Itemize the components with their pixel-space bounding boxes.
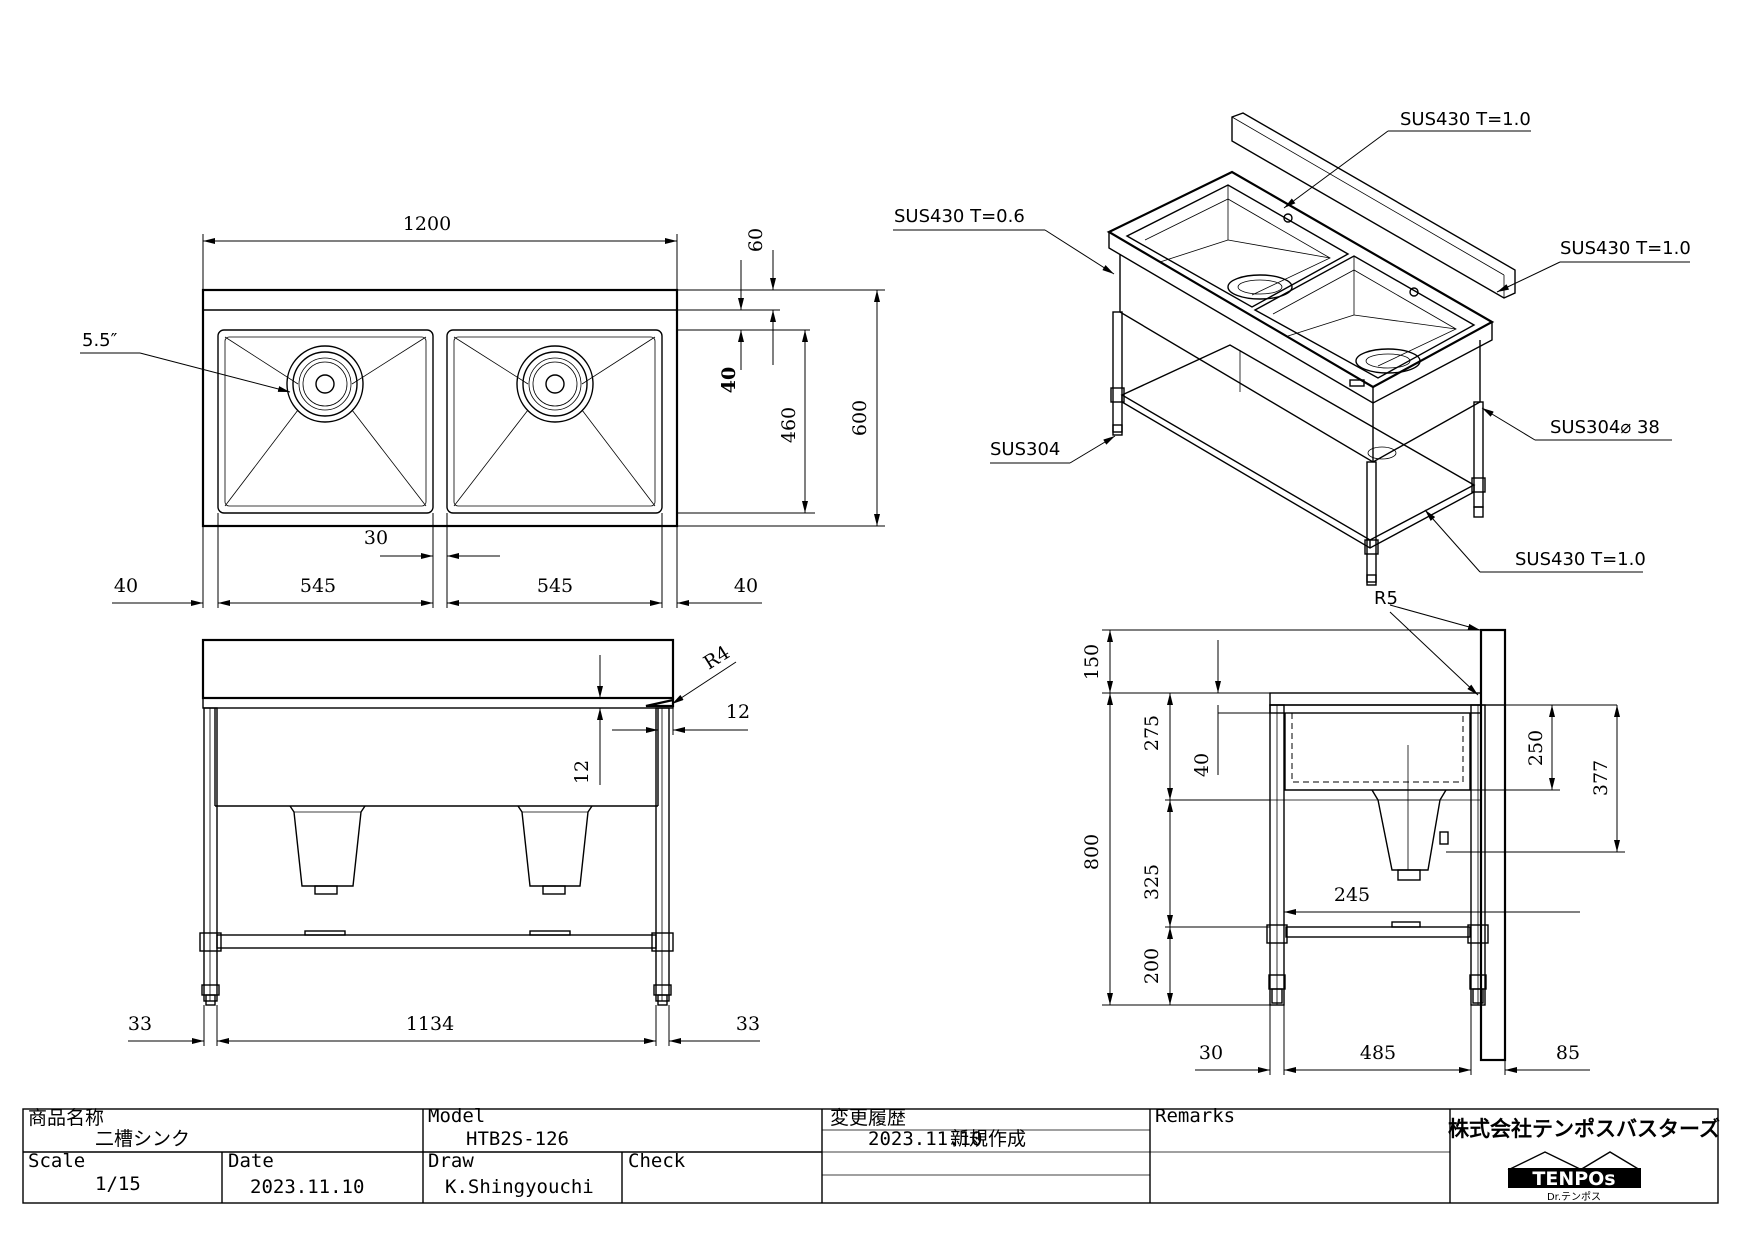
dim-200: 200 xyxy=(1141,948,1163,984)
dim-60: 60 xyxy=(745,228,767,252)
isometric-view: SUS430 T=1.0 SUS430 T=0.6 SUS430 T=1.0 S… xyxy=(893,109,1691,586)
company-name: 株式会社テンポスバスターズ xyxy=(1448,1117,1720,1141)
dim-40-left: 40 xyxy=(114,575,138,597)
mat-back: SUS430 T=1.0 xyxy=(1400,109,1531,130)
date-caption: Date xyxy=(228,1150,274,1172)
dim-545-right: 545 xyxy=(537,575,573,597)
tenpos-logo: TENPOs Dr.テンポス xyxy=(1507,1151,1641,1203)
logo-text: TENPOs xyxy=(1532,1168,1615,1190)
dim-33-right: 33 xyxy=(736,1013,760,1035)
title-block: 商品名称 二槽シンク Model HTB2S-126 変更履歴 2023.11.… xyxy=(22,1105,1720,1204)
mat-top: SUS430 T=0.6 xyxy=(894,206,1025,227)
history-note: 新規作成 xyxy=(950,1128,1026,1150)
dim-275: 275 xyxy=(1141,715,1163,751)
dim-377: 377 xyxy=(1590,760,1612,796)
dim-40-top: 40 xyxy=(718,367,740,393)
drawer-name: K.Shingyouchi xyxy=(445,1176,594,1198)
front-view: R4 12 12 33 1134 33 xyxy=(128,638,760,1046)
dim-33-left: 33 xyxy=(128,1013,152,1035)
side-view: R5 150 800 275 325 200 40 250 377 245 30… xyxy=(1081,588,1625,1075)
history-caption: 変更履歴 xyxy=(830,1107,906,1129)
dim-485: 485 xyxy=(1360,1042,1396,1064)
dim-325: 325 xyxy=(1141,864,1163,900)
scale-caption: Scale xyxy=(28,1150,85,1172)
mat-side: SUS430 T=1.0 xyxy=(1560,238,1691,259)
mat-shelf: SUS430 T=1.0 xyxy=(1515,549,1646,570)
dim-40-right: 40 xyxy=(734,575,758,597)
dim-30-side: 30 xyxy=(1199,1042,1223,1064)
remarks-caption: Remarks xyxy=(1155,1105,1235,1127)
dim-800: 800 xyxy=(1081,834,1103,870)
check-caption: Check xyxy=(628,1150,686,1172)
history-date: 2023.11.10 xyxy=(868,1128,982,1150)
scale-value: 1/15 xyxy=(95,1173,141,1195)
model-number: HTB2S-126 xyxy=(466,1128,569,1150)
dim-drain: 5.5″ xyxy=(82,330,118,351)
dim-12-h: 12 xyxy=(726,701,750,723)
logo-subtext: Dr.テンポス xyxy=(1547,1191,1601,1203)
dim-85: 85 xyxy=(1556,1042,1580,1064)
dim-40-side: 40 xyxy=(1191,753,1213,777)
dim-545-left: 545 xyxy=(300,575,336,597)
dim-460: 460 xyxy=(778,407,800,443)
dim-1134: 1134 xyxy=(406,1013,454,1035)
dim-1200: 1200 xyxy=(403,213,451,235)
mat-foot: SUS304 xyxy=(990,439,1060,460)
dim-600: 600 xyxy=(849,400,871,436)
date-value: 2023.11.10 xyxy=(250,1176,364,1198)
dim-30-gap: 30 xyxy=(364,527,388,549)
dim-250: 250 xyxy=(1525,730,1547,766)
top-view: 1200 600 460 60 40 5.5″ 30 40 545 545 40 xyxy=(80,213,885,608)
dim-245: 245 xyxy=(1334,884,1370,906)
dim-r5: R5 xyxy=(1374,588,1398,609)
model-caption: Model xyxy=(428,1105,485,1127)
dim-150: 150 xyxy=(1081,644,1103,680)
draw-caption: Draw xyxy=(428,1150,474,1172)
left-bowl-outline xyxy=(217,329,434,514)
mat-leg: SUS304⌀ 38 xyxy=(1550,417,1660,438)
product-caption: 商品名称 xyxy=(28,1107,104,1129)
dim-12-v: 12 xyxy=(571,760,593,784)
dim-r4: R4 xyxy=(700,642,734,675)
right-bowl-outline xyxy=(446,329,663,514)
product-name: 二槽シンク xyxy=(95,1128,190,1150)
